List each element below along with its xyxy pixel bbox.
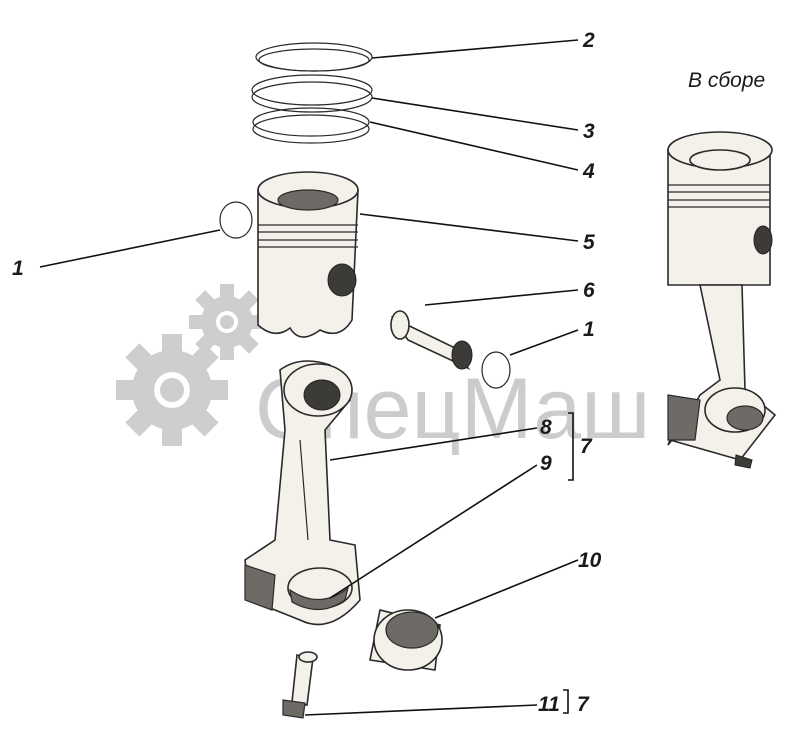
callout-2: 2 [582, 29, 595, 52]
piston-ring-4 [252, 107, 370, 144]
callout-3: 3 [583, 120, 595, 143]
circlip-right [481, 351, 511, 389]
callout-1-left: 1 [12, 257, 24, 280]
callout-10: 10 [578, 549, 602, 572]
connecting-rod [244, 360, 361, 626]
circlip-left [219, 201, 253, 239]
callout-7-bolt: 7 [577, 693, 590, 716]
callout-6: 6 [583, 279, 595, 302]
gears-icon [116, 284, 265, 446]
callout-1-right: 1 [583, 318, 595, 341]
callout-labels: 1 2 3 4 5 6 1 8 7 9 10 11 7 [12, 29, 602, 716]
leader-lines [39, 39, 579, 716]
callout-7-rod-assembly: 7 [580, 435, 593, 458]
piston-ring-3 [251, 74, 373, 113]
rod-bolt [282, 651, 318, 719]
piston [257, 171, 359, 338]
callout-5: 5 [583, 231, 595, 254]
callout-9: 9 [540, 452, 552, 475]
callout-11: 11 [538, 693, 560, 716]
bearing-shells [369, 609, 443, 671]
assembled-view [667, 131, 777, 469]
piston-ring-2 [255, 42, 373, 72]
callout-4: 4 [582, 160, 595, 183]
callout-8: 8 [540, 416, 552, 439]
watermark: СпецМаш [116, 284, 650, 457]
piston-pin [390, 310, 473, 371]
assembled-view-title: В сборе [688, 69, 765, 92]
